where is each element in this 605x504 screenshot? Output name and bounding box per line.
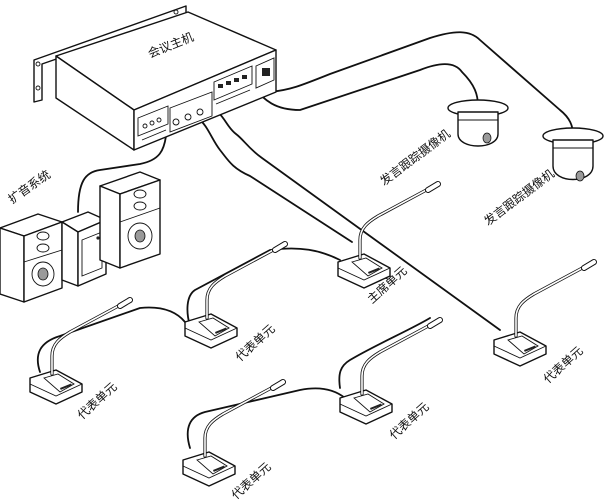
camera-body <box>457 111 499 147</box>
cable-host-to-chairman <box>197 117 353 243</box>
delegate-unit-2[interactable]: 代表单元 <box>185 244 285 364</box>
delegate-unit-5[interactable]: 代表单元 <box>494 262 594 386</box>
delegate-3-label: 代表单元 <box>387 400 432 443</box>
cable-to-delegate-3 <box>338 317 431 389</box>
cable-host-to-camera-1 <box>247 63 479 111</box>
delegate-2-label: 代表单元 <box>233 322 278 365</box>
rack-hole-icon <box>35 61 41 67</box>
speaker-left <box>0 213 63 303</box>
speaker-cone-icon <box>134 229 146 243</box>
delegate-5-label: 代表单元 <box>541 344 586 387</box>
host-connectors <box>137 57 275 141</box>
camera-2-label: 发言跟踪摄像机 <box>481 166 557 229</box>
cable-host-to-camera-2 <box>269 31 574 136</box>
speaker-cone-icon <box>37 267 49 281</box>
speech-tracking-camera-2[interactable] <box>542 127 604 182</box>
rack-hole-icon <box>173 9 179 15</box>
microphone-icon <box>338 184 438 288</box>
delegate-unit-1[interactable]: 代表单元 <box>30 300 130 422</box>
chairman-unit[interactable]: 主席单元 <box>338 184 438 306</box>
cable-delegate-3-to-delegate-4 <box>186 387 346 449</box>
pa-system-label: 扩音系统 <box>5 167 53 207</box>
amplifier <box>61 211 107 287</box>
camera-lens-icon <box>575 170 585 182</box>
cable-delegate-2-to-delegate-1 <box>36 306 186 373</box>
speaker-right <box>99 171 161 269</box>
cable-host-to-pa <box>77 135 167 213</box>
conference-host[interactable]: 会议主机 <box>33 5 277 151</box>
camera-1-label: 发言跟踪摄像机 <box>377 126 453 189</box>
delegate-unit-4[interactable]: 代表单元 <box>183 382 283 502</box>
speech-tracking-camera-1[interactable] <box>447 99 509 147</box>
camera-lens-icon <box>482 132 492 144</box>
camera-body <box>552 139 594 181</box>
rack-hole-icon <box>35 85 41 91</box>
cable-host-to-delegate-5 <box>217 111 501 331</box>
